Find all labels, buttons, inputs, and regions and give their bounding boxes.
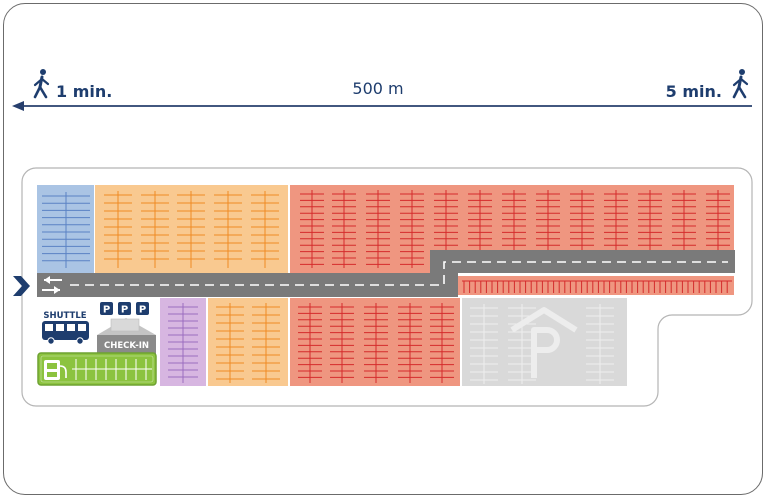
ev-charging-icon [44,360,67,380]
parking-garage-icon [510,307,578,378]
parking-letter: P [103,305,110,316]
zone-red-bottom [290,298,460,386]
access-road [37,250,735,297]
zone-red-strip-lines [462,280,732,293]
parking-p-icon [136,302,149,315]
shuttle-checkin-area: SHUTTLE P P P CHECK-IN [37,302,157,386]
left-time-label: 1 min. [56,82,112,101]
two-way-arrow-icon [42,276,62,294]
zone-purple-lines [168,303,198,383]
pedestrian-left-icon [33,69,50,99]
distance-header: 1 min. 500 m 5 min. [12,69,752,111]
parking-zones [37,185,734,386]
ev-charging-area [37,352,157,386]
entrance-chevron-icon [13,276,30,296]
checkin-label: CHECK-IN [104,341,149,351]
distance-label: 500 m [352,79,403,98]
distance-arrowhead [12,101,24,111]
pedestrian-right-icon [732,69,749,99]
parking-p-icon [100,302,113,315]
parking-signs: P P P [100,302,149,316]
zone-blue-lines [42,192,90,268]
right-time-label: 5 min. [666,82,722,101]
zone-orange-top-lines [104,191,279,268]
ev-parking-lines [72,359,152,380]
parking-letter: P [121,305,128,316]
zone-red-strip [458,276,734,295]
zone-red-bottom-lines [298,303,454,383]
parking-letter: P [139,305,146,316]
zone-orange-bottom-lines [216,303,280,383]
shuttle-bus-icon [42,321,89,345]
parking-p-icon [118,302,131,315]
checkin-building: CHECK-IN [97,318,156,354]
shuttle-label: SHUTTLE [43,311,86,321]
zone-orange-bottom [208,298,288,386]
